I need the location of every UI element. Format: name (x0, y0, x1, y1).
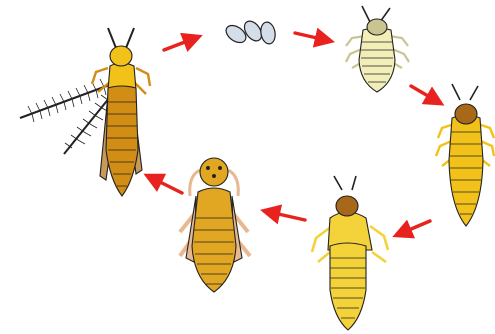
arrow-prepupa-to-pupa (265, 211, 305, 220)
arrow-second-larva-to-prepupa (397, 221, 430, 235)
adult-thrips-icon (20, 28, 150, 196)
arrow-larva-to-second-larva (411, 86, 440, 103)
eggs-icon (223, 18, 277, 46)
second-larva-icon (436, 84, 494, 226)
arrow-eggs-to-larva (295, 33, 330, 41)
prepupa-icon (312, 176, 388, 330)
cycle-arrows (148, 33, 440, 235)
first-larva-icon (346, 6, 409, 92)
pupa-icon (180, 158, 250, 292)
arrow-pupa-to-adult (148, 176, 182, 193)
arrow-adult-to-eggs (164, 37, 198, 50)
